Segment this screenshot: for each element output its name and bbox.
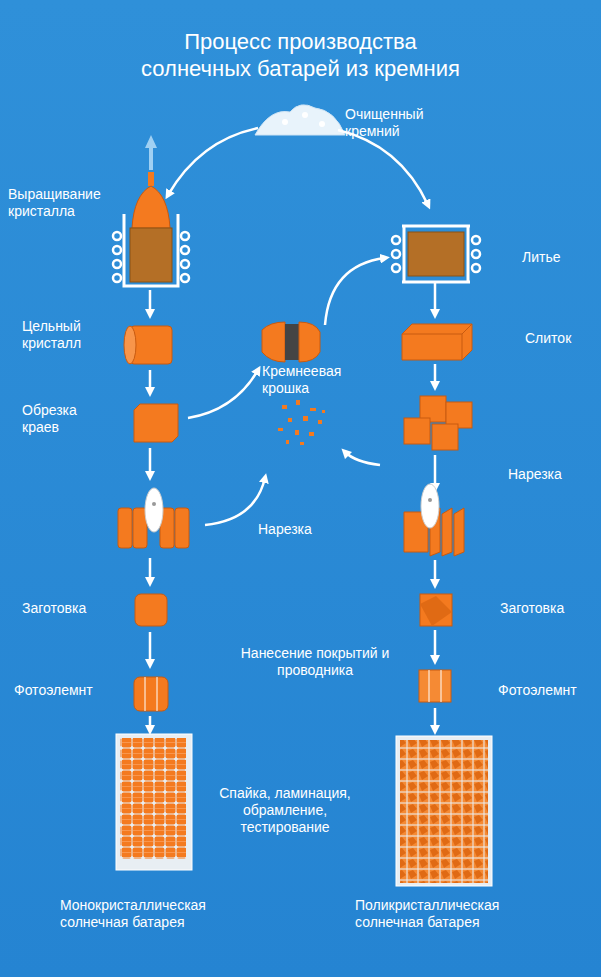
casting-furnace bbox=[392, 226, 480, 282]
stage-label: Литье bbox=[522, 249, 592, 266]
mono-cell bbox=[134, 677, 168, 711]
poly-cell bbox=[419, 670, 451, 702]
wafer-slicing bbox=[404, 484, 464, 556]
stage-label: Нанесение покрытий и проводника bbox=[205, 645, 425, 679]
trimmed-crystal bbox=[134, 404, 178, 442]
stage-label: Заготовка bbox=[500, 600, 590, 617]
stage-label: Очищенный кремний bbox=[345, 106, 455, 140]
stage-label: Монокристаллическая солнечная батарея bbox=[60, 897, 260, 931]
stage-label: Выращивание кристалла bbox=[8, 186, 113, 220]
wafer-slicing bbox=[118, 488, 189, 548]
poly-panel bbox=[396, 736, 492, 886]
mono-panel bbox=[116, 734, 192, 870]
crystal-cylinder bbox=[124, 326, 172, 364]
diagram-title: Процесс производства солнечных батарей и… bbox=[130, 28, 471, 82]
stage-label: Фотоэлемнт bbox=[14, 682, 114, 699]
stage-label: Спайка, ламинация, обрамление, тестирова… bbox=[205, 785, 365, 836]
stage-label: Слиток bbox=[525, 330, 595, 347]
silicon-crumbs bbox=[278, 400, 325, 445]
stage-label: Нарезка bbox=[508, 466, 588, 483]
stage-label: Кремнеевая крошка bbox=[262, 363, 357, 397]
stage-label: Фотоэлемнт bbox=[498, 682, 593, 699]
ingot bbox=[402, 324, 472, 360]
cut-blocks bbox=[404, 396, 472, 450]
stage-label: Цельный кристалл bbox=[22, 318, 122, 352]
stage-label: Нарезка bbox=[258, 521, 338, 538]
crystal-puller bbox=[113, 135, 189, 286]
poly-wafer bbox=[420, 594, 452, 626]
trimmed-offcut bbox=[262, 322, 320, 362]
mono-wafer bbox=[135, 594, 167, 626]
silicon-pile bbox=[255, 105, 345, 135]
flow-arrows bbox=[150, 128, 435, 730]
stage-label: Поликристаллическая солнечная батарея bbox=[355, 897, 555, 931]
stage-label: Заготовка bbox=[22, 600, 122, 617]
stage-label: Обрезка краев bbox=[22, 402, 97, 436]
